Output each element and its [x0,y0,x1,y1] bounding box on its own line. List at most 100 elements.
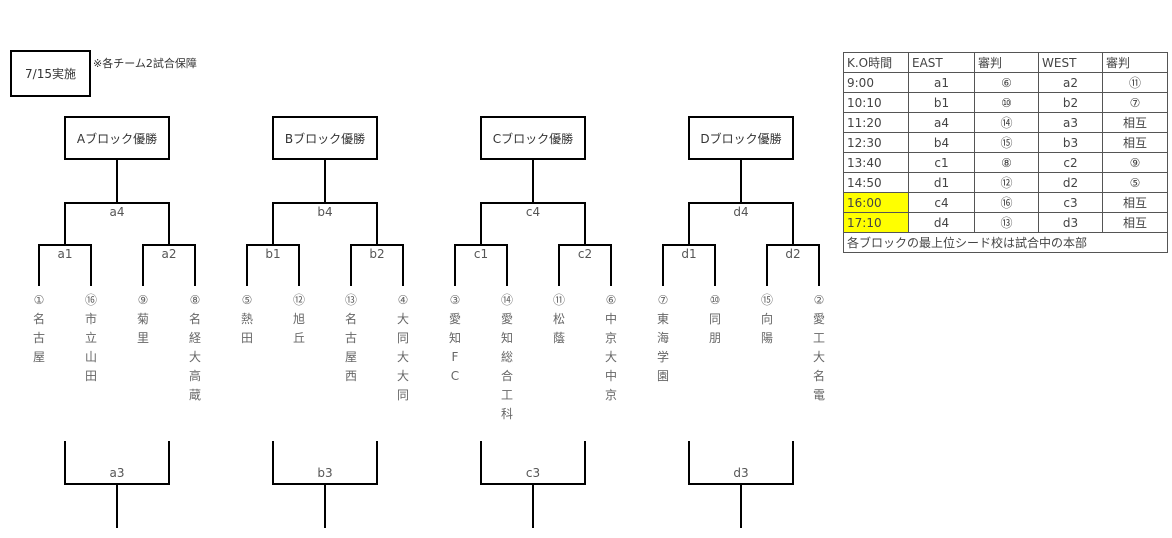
block-winner-label: Bブロック優勝 [284,131,366,146]
bracket-line [688,202,690,245]
team-seed: ⑥ [605,293,617,307]
team-name: 同朋 [708,312,721,345]
schedule-cell: a1 [908,72,975,93]
third-match-label: a3 [109,466,125,480]
bracket-line [740,484,742,528]
bracket-line [454,244,508,246]
schedule-cell: ⑬ [974,212,1039,233]
schedule-cell: ⑯ [974,192,1039,213]
final-match-label: d4 [733,205,749,219]
team-name: 名古屋 [32,312,45,364]
third-match-label: b3 [317,466,333,480]
schedule-cell: c1 [908,152,975,173]
bracket-line [168,441,170,484]
semi-match-label: d2 [785,247,801,261]
team-name: 市立山田 [84,312,97,383]
bracket-line [90,244,92,286]
schedule-header-cell: K.O時間 [843,52,909,73]
bracket-line [324,160,326,203]
schedule-header-cell: WEST [1038,52,1103,73]
team-seed: ⑪ [552,293,565,307]
bracket-line [350,244,352,286]
third-match-label: d3 [733,466,749,480]
block-winner-label: Cブロック優勝 [492,131,574,146]
team-seed: ⑯ [84,293,97,307]
team-seed: ⑭ [500,293,513,307]
bracket-line [610,244,612,286]
bracket-line [480,202,482,245]
team-seed: ① [33,293,45,307]
schedule-cell: ⑨ [1102,152,1168,173]
kickoff-time-cell: 12:30 [843,132,909,153]
bracket-line [64,202,170,204]
schedule-footer-row: 各ブロックの最上位シード校は試合中の本部 [843,232,1168,253]
semi-match-label: c1 [473,247,489,261]
semi-match-label: a1 [57,247,73,261]
team-seed: ⑨ [137,293,149,307]
kickoff-time-cell: 17:10 [843,212,909,233]
bracket-line [38,244,92,246]
semi-match-label: c2 [577,247,593,261]
block-winner-label: Aブロック優勝 [76,131,158,146]
bracket-line [558,244,612,246]
final-match-label: c4 [525,205,541,219]
bracket-line [480,441,482,484]
bracket-line [662,244,716,246]
kickoff-time-cell: 16:00 [843,192,909,213]
bracket-line [324,484,326,528]
bracket-line [116,160,118,203]
bracket-line [558,244,560,286]
bracket-line [272,202,378,204]
team-seed: ⑬ [344,293,357,307]
schedule-cell: c4 [908,192,975,213]
schedule-cell: a3 [1038,112,1103,133]
bracket-line [766,244,820,246]
schedule-cell: ⑤ [1102,172,1168,193]
block-winner-label: Dブロック優勝 [700,131,782,146]
team-seed: ④ [397,293,409,307]
semi-match-label: d1 [681,247,697,261]
team-column: ⑦ 東海学園 [653,291,673,386]
bracket-line [298,244,300,286]
block-winner-box: Cブロック優勝 [480,116,586,160]
guarantee-note: ※各チーム2試合保障 [93,57,197,70]
kickoff-time-cell: 11:20 [843,112,909,133]
bracket-line [64,202,66,245]
team-name: 菊里 [136,312,149,345]
bracket-line [532,484,534,528]
bracket-line [402,244,404,286]
team-name: 大同大大同 [396,312,409,402]
bracket-line [480,202,586,204]
team-seed: ② [813,293,825,307]
team-seed: ⑮ [760,293,773,307]
schedule-cell: a4 [908,112,975,133]
team-name: 東海学園 [656,312,669,383]
schedule-cell: ⑪ [1102,72,1168,93]
bracket-line [792,441,794,484]
bracket-line [246,244,248,286]
bracket-line [64,441,66,484]
team-column: ① 名古屋 [29,291,49,367]
bracket-line [662,244,664,286]
bracket-line [376,202,378,245]
kickoff-time-cell: 13:40 [843,152,909,173]
schedule-cell: ⑥ [974,72,1039,93]
team-seed: ⑦ [657,293,669,307]
bracket-line [38,244,40,286]
schedule-cell: ⑧ [974,152,1039,173]
bracket-line [714,244,716,286]
